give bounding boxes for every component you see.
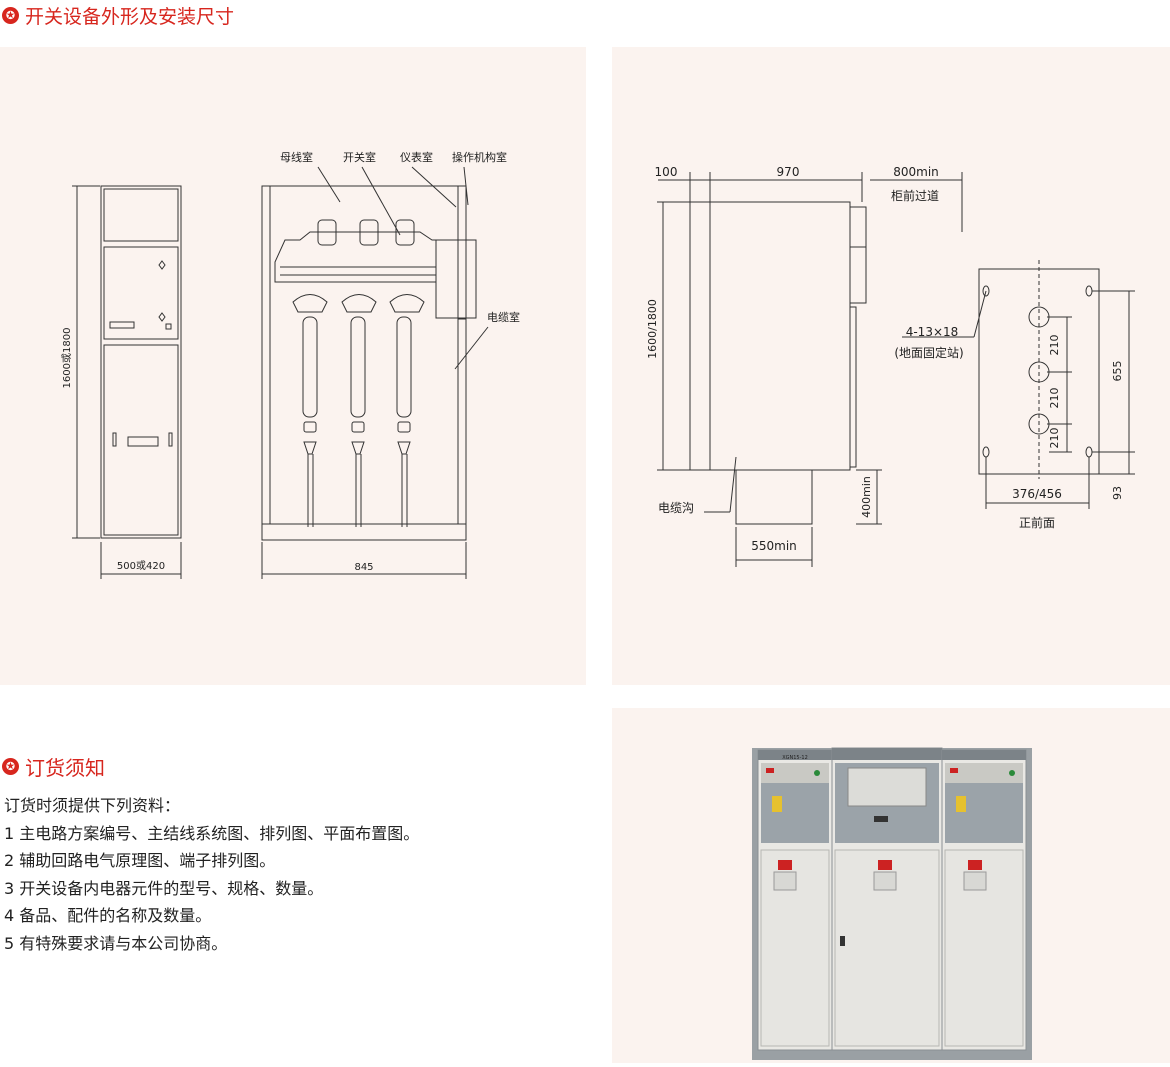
dim-970-label: 970	[777, 165, 800, 179]
cabinet-drawing: 1600或1800 500或420 845 母线室 开关室 仪表室 操作机构室 …	[61, 150, 520, 579]
dim-800min-label: 800min	[893, 165, 939, 179]
label-busbar-room: 母线室	[280, 150, 313, 164]
label-instrument-room: 仪表室	[400, 150, 433, 164]
label-cable-room: 电缆室	[487, 310, 520, 324]
section-header-ordering: ✪ 订货须知	[2, 752, 105, 781]
cabinet-front-strip	[689, 201, 711, 471]
rear-module-upper	[849, 206, 867, 248]
dim-550min-label: 550min	[751, 539, 797, 553]
label-mechanism-room: 操作机构室	[452, 150, 507, 164]
note-item: 2 辅助回路电气原理图、端子排列图。	[4, 851, 276, 870]
dim-655-label: 655	[1111, 361, 1124, 382]
front-cabinet-outline	[100, 185, 182, 539]
front-passage-label: 柜前过道	[891, 188, 939, 203]
dim-100-label: 100	[655, 165, 678, 179]
top-compartment	[103, 188, 179, 242]
cabinet-unit-right	[941, 749, 1027, 1051]
product-photo-panel: XGN15-12	[612, 708, 1170, 1063]
section-title: 开关设备外形及安装尺寸	[25, 6, 235, 28]
dim-210b-label: 210	[1048, 388, 1061, 409]
star-badge-icon: ✪	[2, 7, 19, 24]
depth-dimension-label: 845	[354, 562, 373, 573]
height-dimension-label: 1600或1800	[61, 328, 73, 389]
rear-module-middle	[849, 246, 867, 304]
dim-height-label: 1600/1800	[646, 299, 659, 359]
width-dimension-label: 500或420	[117, 560, 165, 572]
dim-376-456-label: 376/456	[1012, 487, 1062, 501]
holes-note-label: (地面固定站)	[894, 345, 963, 360]
installation-drawing: 100 970 800min 柜前过道 1600/1800 电缆沟 400min…	[646, 165, 1135, 567]
notes-intro: 订货时须提供下列资料：	[4, 796, 181, 815]
bottom-compartment	[103, 344, 179, 536]
cabinet-drawing-panel: 1600或1800 500或420 845 母线室 开关室 仪表室 操作机构室 …	[0, 47, 586, 685]
instrument-box	[435, 239, 477, 319]
section-cabinet-outline	[261, 185, 467, 541]
cabinet-side-outline	[709, 201, 851, 471]
cabinet-unit-middle	[831, 747, 943, 1051]
ordering-notes: 订货时须提供下列资料： 1 主电路方案编号、主结线系统图、排列图、平面布置图。 …	[4, 792, 419, 957]
installation-drawing-panel: 100 970 800min 柜前过道 1600/1800 电缆沟 400min…	[612, 47, 1170, 685]
door-window	[127, 436, 159, 447]
dim-210a-label: 210	[1048, 335, 1061, 356]
cabinet-nameplate: XGN15-12	[782, 755, 808, 761]
cabinet-unit-left: XGN15-12	[757, 749, 833, 1051]
dim-93-label: 93	[1111, 486, 1124, 500]
dim-210c-label: 210	[1048, 428, 1061, 449]
middle-slot	[109, 321, 135, 329]
cable-trench-label: 电缆沟	[658, 501, 694, 515]
middle-compartment	[103, 246, 179, 340]
note-item: 4 备品、配件的名称及数量。	[4, 906, 212, 925]
breaker-assembly	[274, 231, 437, 283]
section-header-dimensions: ✪ 开关设备外形及安装尺寸	[2, 2, 234, 29]
star-badge-icon: ✪	[2, 758, 19, 775]
label-switch-room: 开关室	[343, 150, 376, 164]
holes-label: 4-13×18	[906, 325, 959, 339]
note-item: 5 有特殊要求请与本公司协商。	[4, 933, 228, 953]
phase-columns	[292, 294, 425, 527]
note-item: 3 开关设备内电器元件的型号、规格、数量。	[4, 878, 324, 898]
note-item: 1 主电路方案编号、主结线系统图、排列图、平面布置图。	[4, 823, 420, 843]
front-view-label: 正前面	[1019, 515, 1055, 530]
section-title: 订货须知	[25, 756, 105, 780]
cable-trench	[735, 469, 813, 525]
switchgear-illustration: XGN15-12	[752, 747, 1032, 1060]
dim-400min-label: 400min	[860, 476, 873, 518]
